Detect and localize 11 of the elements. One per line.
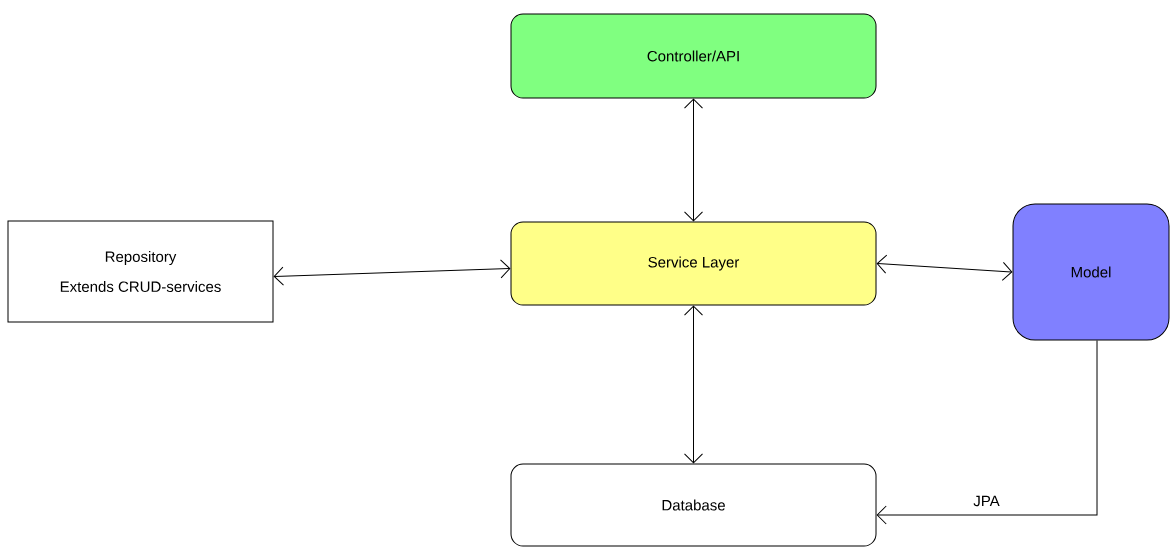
arrow	[684, 305, 703, 464]
arrow	[684, 98, 703, 222]
process-box: Controller/API	[510, 13, 877, 99]
arrow	[876, 340, 1098, 525]
process-box: Model	[1012, 203, 1170, 341]
edge-label: JPA	[972, 494, 1001, 508]
process-box: Repository Extends CRUD-services	[7, 220, 274, 323]
arrow	[273, 259, 511, 286]
process-box: Service Layer	[510, 221, 877, 306]
process-box: Database	[510, 463, 877, 547]
arrow	[876, 254, 1013, 281]
